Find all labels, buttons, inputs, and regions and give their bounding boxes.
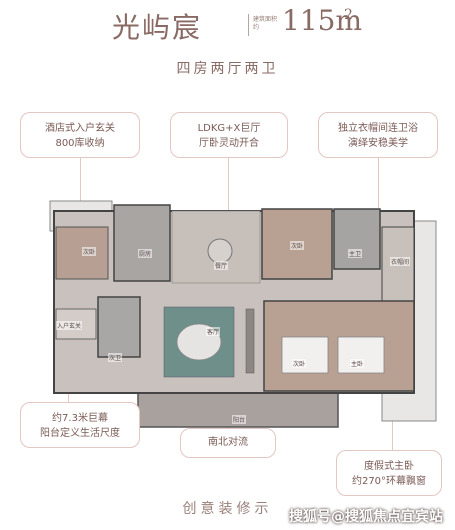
callout-line: 独立衣帽间连卫浴 (338, 123, 418, 134)
leader-line (392, 400, 393, 450)
layout-subtitle: 四房两厅两卫 (176, 61, 279, 77)
callout-entrance: 酒店式入户玄关 800库收纳 (20, 112, 140, 158)
area-unit-sup: 2 (344, 7, 353, 23)
leader-line (80, 158, 81, 226)
callout-line: 约7.3米巨幕 (52, 413, 108, 424)
floor-plan: 次卧 厨房 餐厅 次卧 主卫 衣帽间 入户玄关 次卫 客厅 次卧 主卧 阳台 (42, 197, 440, 429)
title-divider (248, 14, 249, 36)
room-label: 衣帽间 (390, 257, 411, 266)
room-label: 次卧 (292, 359, 307, 368)
area-value: 115m (282, 4, 362, 37)
callout-line: 酒店式入户玄关 (45, 123, 115, 134)
callout-line: 演绎安稳美学 (348, 138, 408, 149)
callout-line: 约270°环幕飘窗 (351, 476, 427, 487)
room-label: 主卧 (350, 359, 365, 368)
page-title: 光屿宸 (112, 11, 203, 44)
room-label: 次卧 (290, 241, 305, 250)
room-label: 次卧 (82, 247, 97, 256)
callout-line: 南北对流 (208, 437, 248, 448)
floor-plan-drawing (49, 200, 437, 428)
footer-text: 创意装修示 (182, 501, 273, 517)
callout-master: 度假式主卧 约270°环幕飘窗 (336, 450, 442, 496)
room-label: 厨房 (138, 249, 153, 258)
callout-line: 800库收纳 (55, 138, 105, 149)
room-label: 入户玄关 (56, 321, 83, 330)
area-label: 建筑面积约 (253, 16, 278, 31)
room-label: 次卫 (108, 353, 123, 362)
watermark: 搜狐号@搜狐焦点宜宾站 (289, 509, 443, 525)
room-label: 主卫 (348, 249, 363, 258)
room-label: 阳台 (232, 415, 247, 424)
callout-line: 厅卧灵动开合 (199, 138, 259, 149)
callout-balcony: 约7.3米巨幕 阳台定义生活尺度 (20, 402, 140, 448)
callout-living: LDKG+X巨厅 厅卧灵动开合 (170, 112, 288, 158)
room-label: 客厅 (206, 327, 221, 336)
leader-line (228, 158, 229, 238)
room-label: 餐厅 (214, 261, 229, 270)
leader-line (378, 158, 379, 208)
callout-line: LDKG+X巨厅 (197, 123, 261, 134)
callout-wardrobe: 独立衣帽间连卫浴 演绎安稳美学 (318, 112, 438, 158)
callout-line: 阳台定义生活尺度 (40, 428, 120, 439)
callout-ventilation: 南北对流 (180, 428, 276, 458)
callout-line: 度假式主卧 (364, 461, 414, 472)
